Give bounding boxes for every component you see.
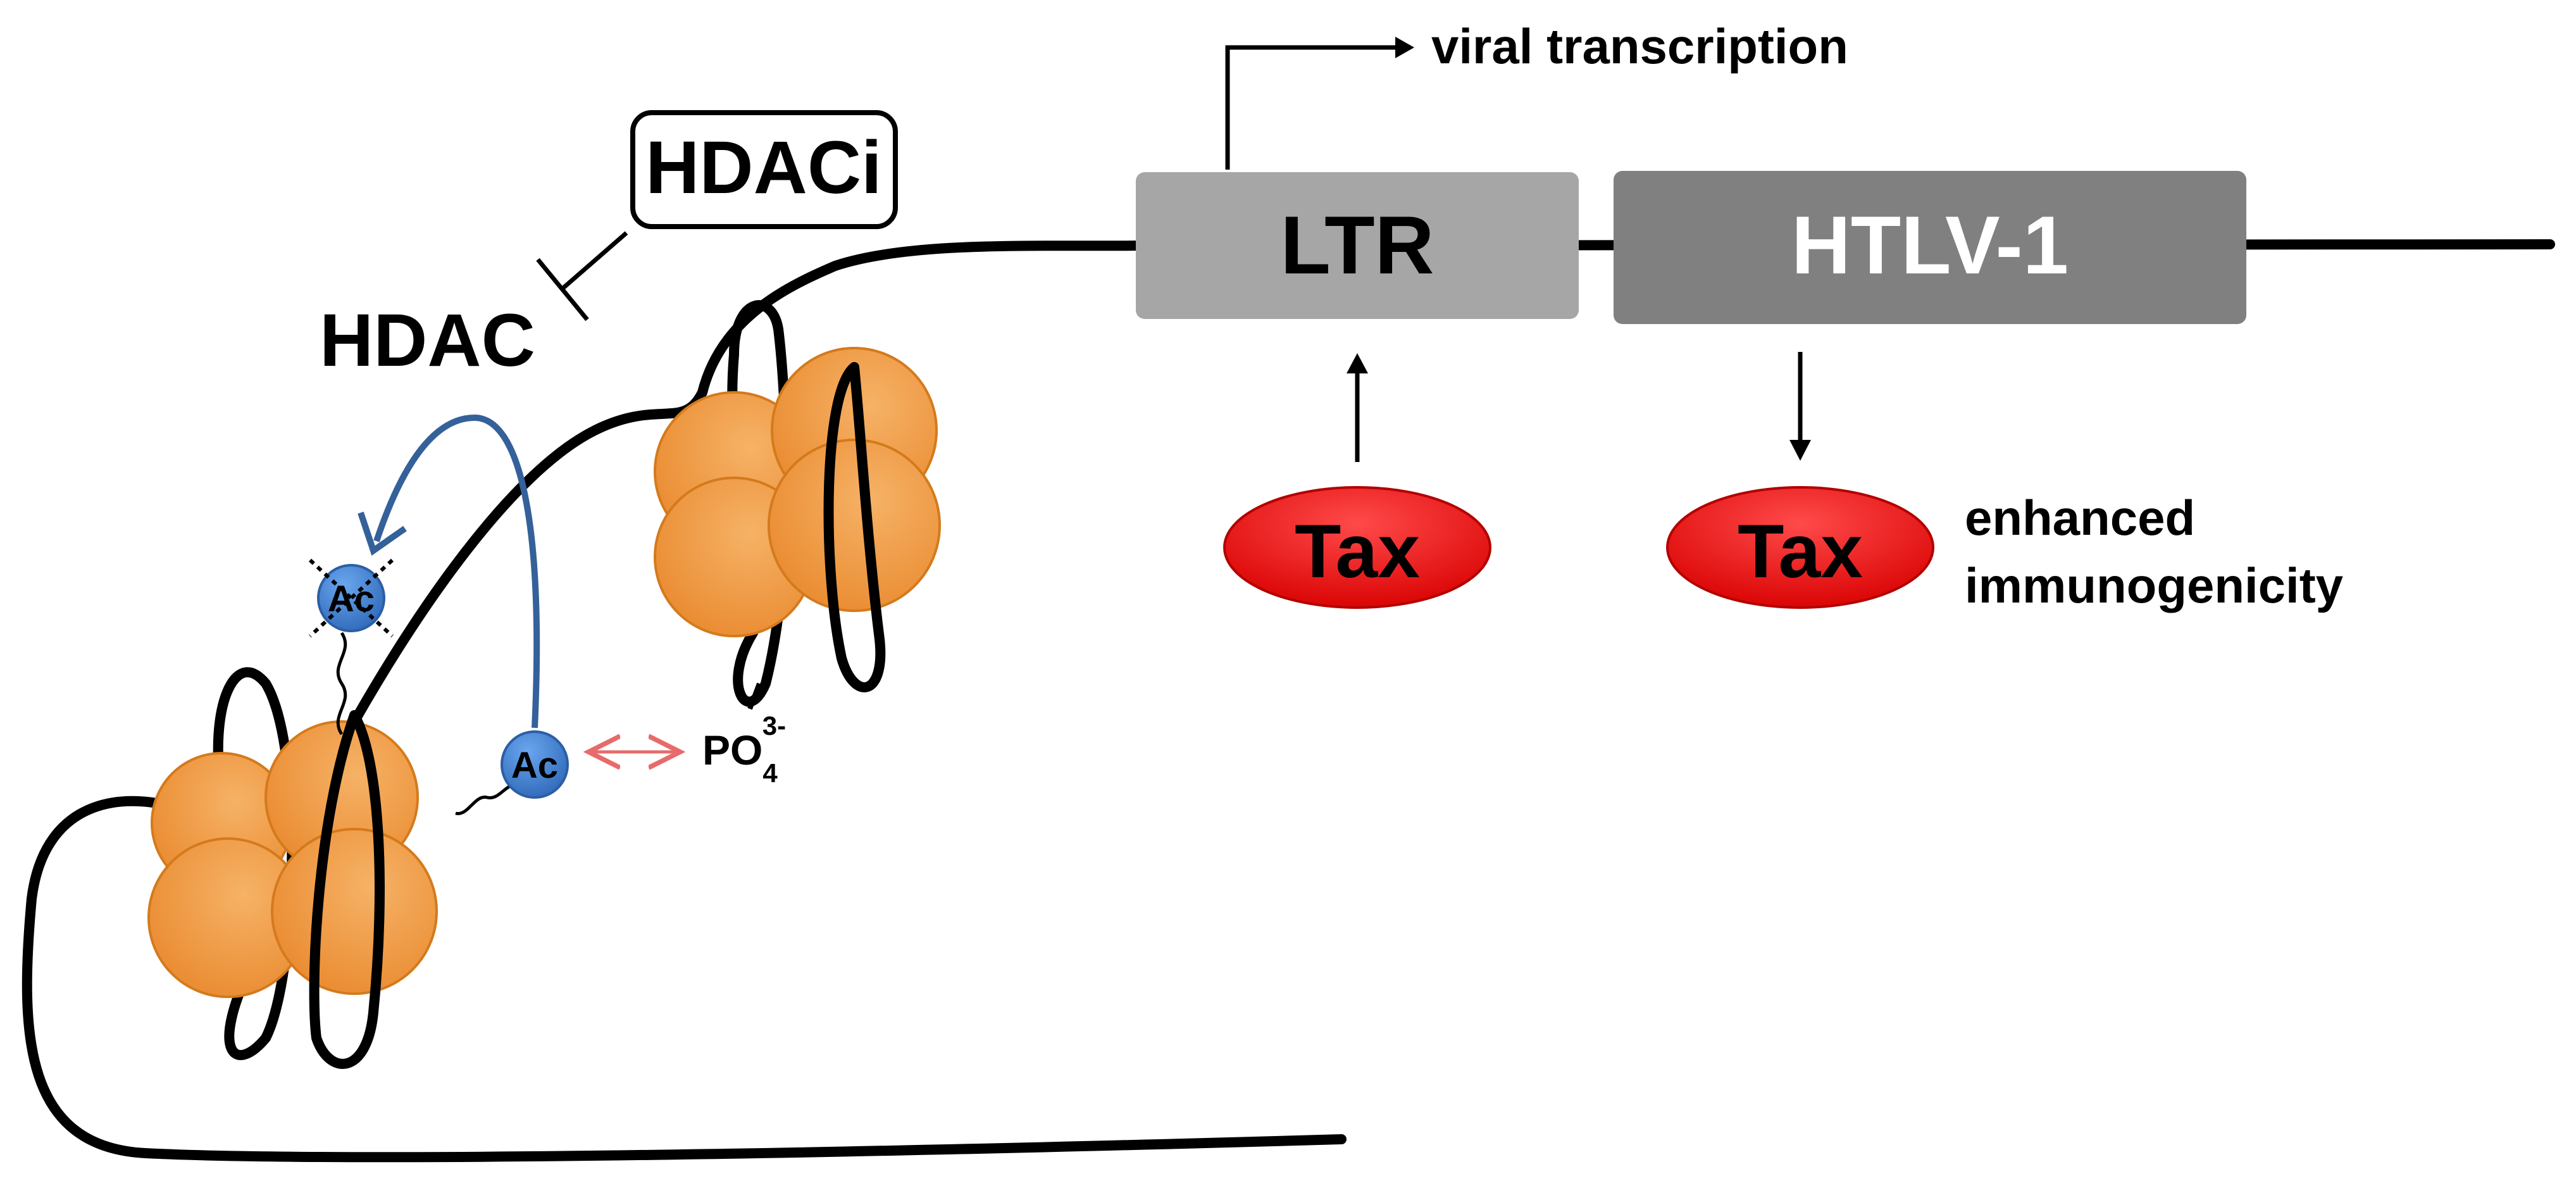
phosphate-label: PO4 3- — [702, 711, 786, 788]
hdaci-box — [630, 110, 898, 229]
deacetylation-arrowhead — [358, 511, 407, 556]
tax-right-label: Tax — [1738, 509, 1863, 594]
htlv-box — [1614, 171, 2246, 324]
viral-transcription-label: viral transcription — [1431, 18, 1848, 74]
htlv-label: HTLV-1 — [1791, 199, 2069, 291]
enhanced-label: enhanced — [1965, 490, 2195, 546]
inhibition-bar — [536, 258, 589, 322]
histone-tail-upper — [336, 632, 347, 735]
tax-left-label: Tax — [1295, 509, 1420, 594]
acetyl-removed-label: Ac — [328, 578, 375, 620]
acetyl-removed: Ac — [308, 558, 394, 638]
tax-ellipse-left — [1223, 486, 1491, 609]
histone-tail-lower — [455, 783, 520, 815]
hdac-label: HDAC — [320, 299, 535, 382]
transcription-arrowhead — [1395, 37, 1414, 58]
transcription-arrow — [1225, 45, 1408, 170]
hdaci-label: HDACi — [645, 126, 882, 209]
inhibition-line — [561, 231, 628, 290]
phosphate-subscript: 4 — [762, 758, 778, 788]
ltr-box — [1136, 172, 1579, 319]
acetyl-label: Ac — [511, 745, 558, 786]
deacetylation-arrow — [373, 414, 540, 728]
nucleosome-lower — [147, 667, 438, 1069]
phosphate-superscript: 3- — [762, 711, 786, 741]
immunogenicity-label: immunogenicity — [1965, 558, 2343, 613]
nucleosome-upper — [654, 300, 941, 710]
htlv-to-tax-arrowhead — [1789, 440, 1811, 461]
tax-to-ltr-arrowhead — [1347, 353, 1368, 373]
phosphate-base: PO — [702, 727, 762, 773]
ltr-label: LTR — [1280, 199, 1434, 291]
tax-ellipse-right — [1666, 486, 1934, 609]
acetyl-group: Ac — [501, 730, 569, 799]
